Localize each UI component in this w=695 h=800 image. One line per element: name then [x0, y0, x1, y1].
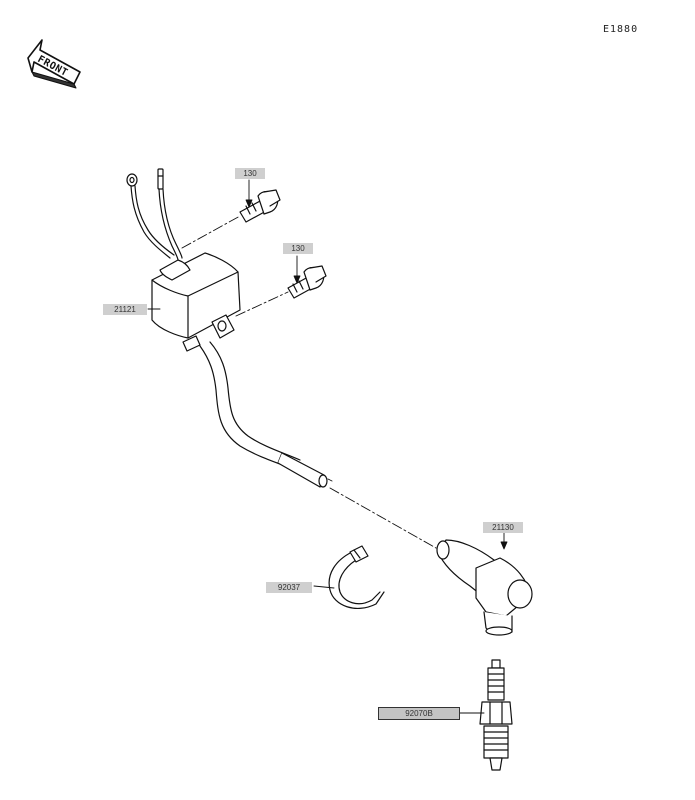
callout-130-upper[interactable]: 130 — [235, 168, 265, 179]
bolt-icon — [287, 265, 327, 299]
callout-21121[interactable]: 21121 — [103, 304, 147, 315]
bolt-icon — [239, 189, 281, 223]
callout-21130[interactable]: 21130 — [483, 522, 523, 533]
leader-lines — [147, 179, 508, 714]
cable-band-icon — [328, 545, 385, 609]
ignition-coil-icon — [126, 168, 328, 488]
callout-92070b[interactable]: 92070B — [378, 707, 460, 720]
diagram-code: E1880 — [603, 24, 639, 35]
callout-130-lower[interactable]: 130 — [283, 243, 313, 254]
spark-plug-cap-icon — [436, 539, 533, 636]
callout-92037[interactable]: 92037 — [266, 582, 312, 593]
front-direction-arrow-icon: FRONT — [27, 39, 81, 89]
spark-plug-icon — [479, 659, 513, 771]
